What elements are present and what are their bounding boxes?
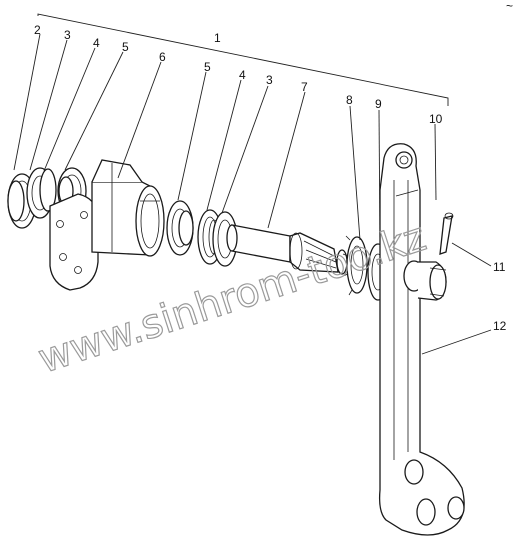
part-11-cotter-pin [439, 212, 454, 255]
part-10-castle-nut [403, 260, 447, 301]
callout-10: 10 [429, 112, 443, 126]
part-12-lever-arm [378, 143, 465, 536]
callout-8: 8 [346, 93, 353, 107]
leader-lines [13, 33, 492, 355]
part-8-lock-washer [342, 235, 368, 296]
assembly-bracket [37, 13, 449, 106]
callout-5a: 5 [122, 40, 129, 54]
corner-mark: ~ [506, 0, 513, 13]
part-4-ring [39, 168, 57, 212]
callout-9: 9 [375, 97, 382, 111]
callout-11: 11 [493, 260, 506, 274]
callout-4b: 4 [239, 68, 246, 82]
callout-4a: 4 [93, 36, 100, 50]
part-7-splined-shaft [226, 224, 348, 275]
callout-3a: 3 [64, 28, 71, 42]
callout-labels: 1 2 3 4 5 6 5 4 3 7 8 9 10 11 12 [34, 23, 507, 333]
part-6-flanged-housing [49, 159, 165, 291]
callout-7: 7 [301, 80, 308, 94]
callout-2: 2 [34, 23, 41, 37]
callout-12: 12 [493, 319, 507, 333]
part-5b-bearing [166, 200, 194, 256]
callout-5b: 5 [204, 60, 211, 74]
callout-1: 1 [214, 31, 221, 45]
callout-6: 6 [159, 50, 166, 64]
callout-3b: 3 [266, 73, 273, 87]
